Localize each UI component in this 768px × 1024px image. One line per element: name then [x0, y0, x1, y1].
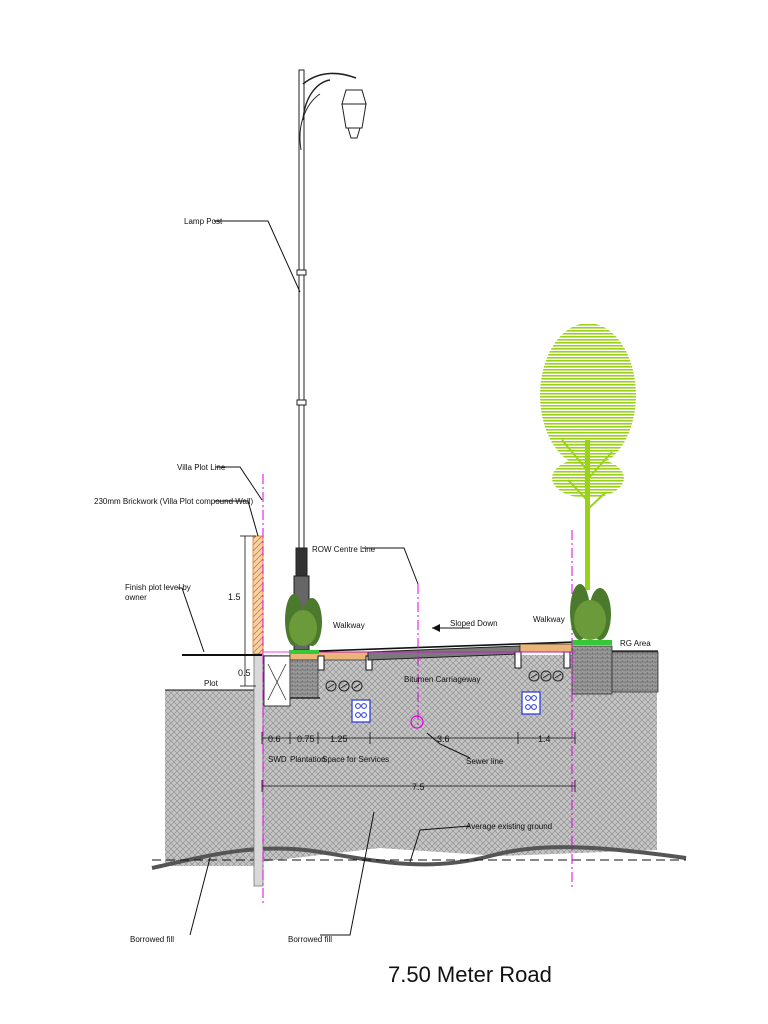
road-sub-base	[290, 660, 515, 680]
finish-level-label-1: Finish plot level by	[125, 583, 191, 592]
grass-strip-left	[289, 650, 319, 654]
horizontal-dimensions	[261, 732, 576, 792]
dim-total: 7.5	[412, 782, 425, 792]
right-walkway	[519, 643, 573, 653]
sloped-down-arrow	[432, 624, 440, 632]
service-pipes-right	[528, 670, 564, 682]
communication-duct-left	[351, 699, 371, 723]
dim-carriageway: 3.6	[437, 734, 450, 744]
left-paver-block	[289, 659, 319, 699]
leader-lines	[178, 220, 471, 936]
sewer-line-label: Sewer line	[466, 757, 504, 766]
walkway-right-label: Walkway	[533, 615, 565, 624]
borrowed-fill-right-label: Borrowed fill	[288, 935, 332, 944]
dim-wall-height: 1.5	[228, 592, 241, 602]
brickwork-label: 230mm Brickwork (Villa Plot compound Wal…	[94, 497, 253, 506]
swd-drain-cross	[267, 663, 287, 701]
villa-plot-line-label: Villa Plot Line	[177, 463, 226, 472]
shrub-right	[570, 584, 611, 640]
tree	[540, 323, 636, 590]
rg-area-paver-block	[571, 645, 613, 695]
right-kerb-2	[563, 651, 571, 669]
lamp-post	[293, 69, 367, 651]
swd-label: SWD	[268, 755, 287, 764]
borrowed-fill-left-label: Borrowed fill	[130, 935, 174, 944]
right-kerb	[514, 651, 522, 669]
plot-label: Plot	[204, 679, 219, 688]
dim-services: 1.25	[330, 734, 348, 744]
plot-ground	[165, 690, 262, 866]
finish-level-label-2: owner	[125, 593, 147, 602]
carriageway-label: Bitumen Carriageway	[404, 675, 480, 684]
compound-wall	[252, 535, 264, 655]
drawing-title: 7.50 Meter Road	[388, 962, 552, 987]
dim-plantation: 0.75	[297, 734, 315, 744]
rg-area-grass	[572, 640, 612, 645]
service-pipes-left	[325, 680, 363, 692]
sewer-line-pipe	[410, 715, 424, 729]
plantation-label: Plantation	[290, 755, 326, 764]
average-ground-label: Average existing ground	[466, 822, 552, 831]
row-centre-line-label: ROW Centre Line	[312, 545, 376, 554]
dim-plinth: 0.5	[238, 668, 251, 678]
communication-duct-right	[521, 691, 541, 715]
lamp-post-label: Lamp Post	[184, 217, 223, 226]
swd-drain	[263, 655, 291, 707]
sloped-down-label: Sloped Down	[450, 619, 498, 628]
dim-right-walkway: 1.4	[538, 734, 551, 744]
average-existing-ground	[151, 845, 687, 870]
wall-foundation	[253, 653, 264, 887]
shrub-left	[285, 594, 322, 646]
rg-area-label: RG Area	[620, 639, 651, 648]
walkway-left-label: Walkway	[333, 621, 365, 630]
rg-area-edge	[611, 651, 659, 693]
left-kerb	[317, 655, 325, 671]
services-label: Space for Services	[322, 755, 389, 764]
vertical-dimensions	[240, 535, 256, 687]
dim-swd: 0.6	[268, 734, 281, 744]
